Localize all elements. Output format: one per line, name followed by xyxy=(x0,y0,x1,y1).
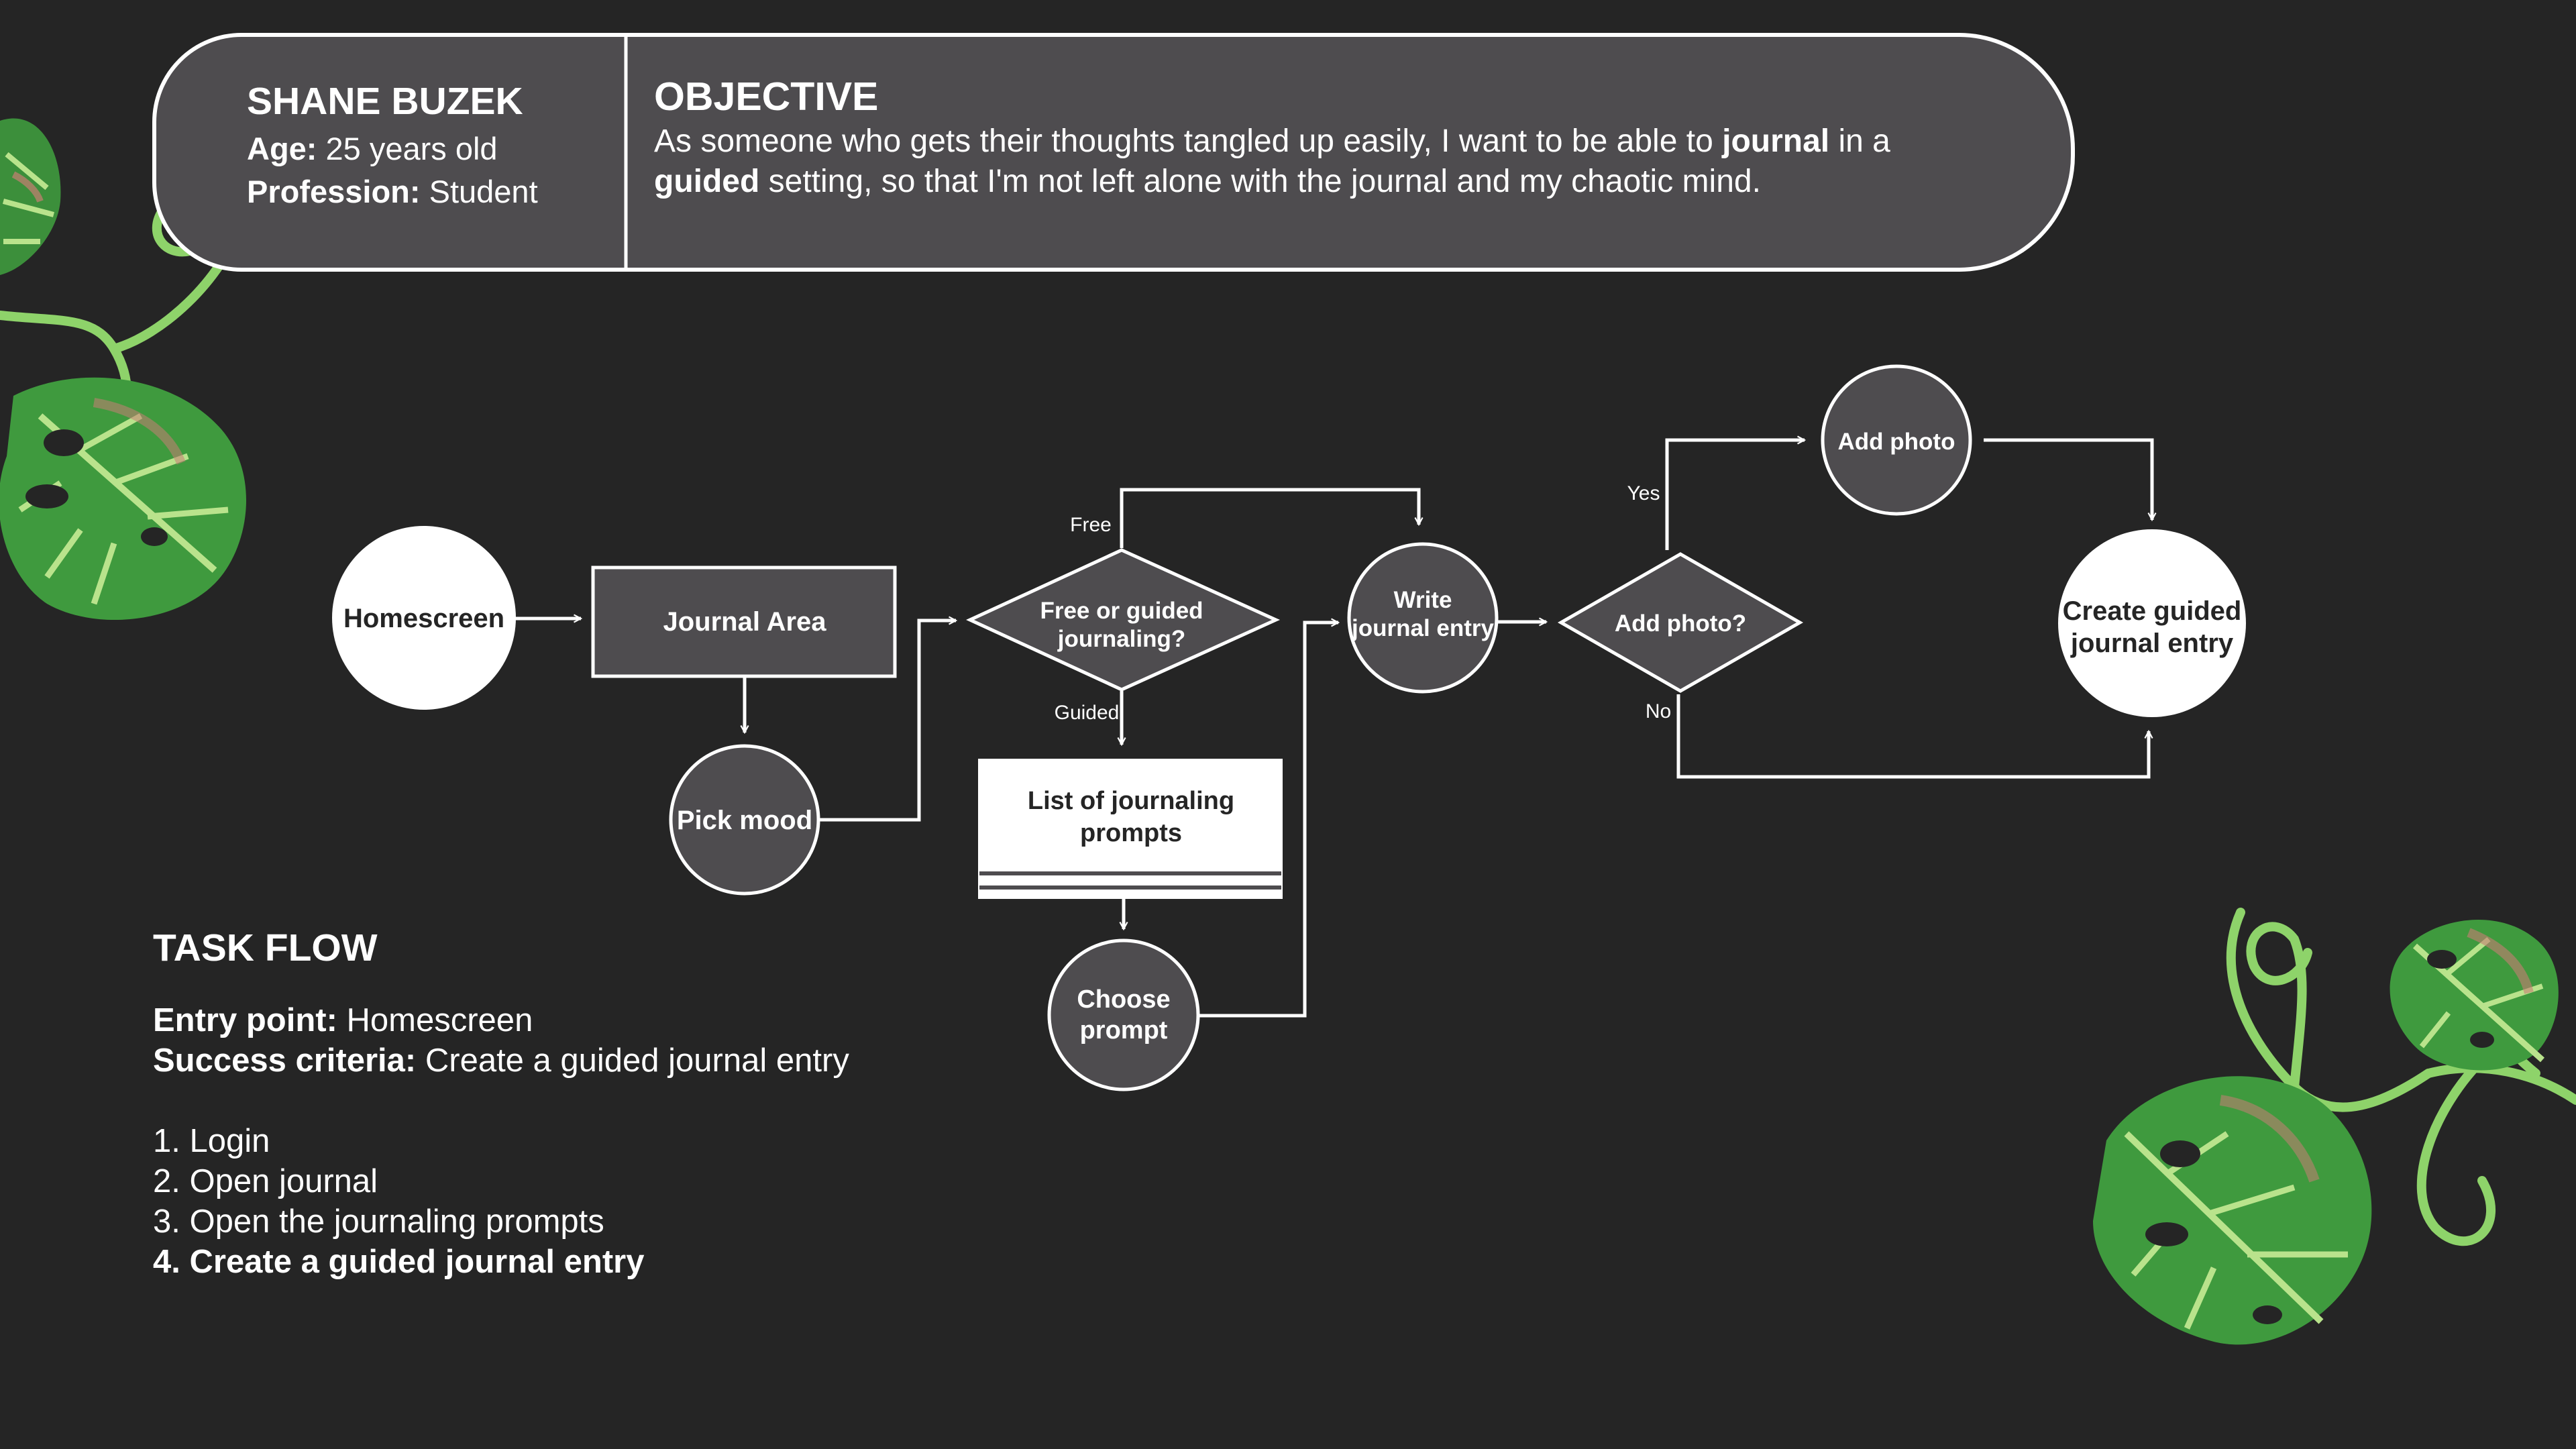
edge-choose-to-write xyxy=(1198,623,1338,1018)
svg-text:Free or guided: Free or guided xyxy=(1040,598,1203,624)
node-journaling-prompt-list: List of journaling prompts xyxy=(978,759,1283,899)
node-journal-area: Journal Area xyxy=(591,566,897,678)
node-create-guided-journal-entry: Create guided journal entry xyxy=(2058,529,2246,717)
objective-line-1: As someone who gets their thoughts tangl… xyxy=(654,123,1890,159)
edge-yes-to-photo xyxy=(1665,440,1805,550)
node-add-photo: Add photo xyxy=(1821,364,1972,516)
flow-connectors xyxy=(515,438,2152,1018)
edge-free-to-write xyxy=(1120,488,1419,548)
svg-text:journaling?: journaling? xyxy=(1057,626,1186,652)
node-write-journal-entry: Write journal entry xyxy=(1347,542,1499,694)
svg-text:Journal Area: Journal Area xyxy=(663,607,826,637)
objective-line-2: guided setting, so that I'm not left alo… xyxy=(654,164,1761,199)
persona-card xyxy=(152,33,2075,272)
node-free-or-guided-decision: Free or guided journaling? xyxy=(966,548,1281,692)
svg-text:journal entry: journal entry xyxy=(1351,615,1495,641)
svg-text:prompts: prompts xyxy=(1080,819,1182,847)
label-free: Free xyxy=(1070,514,1112,536)
svg-text:prompt: prompt xyxy=(1080,1016,1168,1044)
svg-text:List of journaling: List of journaling xyxy=(1028,787,1234,815)
svg-text:Write: Write xyxy=(1394,587,1452,613)
edge-mood-to-decision xyxy=(817,621,956,822)
monstera-leaf-top-left-icon xyxy=(0,118,61,275)
edge-photo-to-create xyxy=(1984,438,2152,520)
persona-profession: Profession: Student xyxy=(247,174,538,209)
svg-text:journal entry: journal entry xyxy=(2070,629,2234,658)
step-4: 4. Create a guided journal entry xyxy=(153,1244,644,1280)
persona-age: Age: 25 years old xyxy=(247,131,498,166)
node-add-photo-decision: Add photo? xyxy=(1557,552,1804,693)
svg-text:Pick mood: Pick mood xyxy=(677,806,812,835)
node-pick-mood: Pick mood xyxy=(669,744,820,896)
success-criteria: Success criteria: Create a guided journa… xyxy=(153,1042,849,1079)
step-1: 1. Login xyxy=(153,1123,270,1159)
persona-name: SHANE BUZEK xyxy=(247,80,523,123)
node-homescreen: Homescreen xyxy=(332,526,516,710)
monstera-leaf-small-right-icon xyxy=(2390,920,2559,1071)
svg-text:Create guided: Create guided xyxy=(2063,596,2242,626)
step-2: 2. Open journal xyxy=(153,1163,378,1199)
svg-text:Add photo: Add photo xyxy=(1838,429,1955,455)
edge-no-to-create xyxy=(1676,694,2149,779)
label-yes: Yes xyxy=(1627,482,1660,504)
entry-point: Entry point: Homescreen xyxy=(153,1002,533,1038)
monstera-leaf-bottom-right-icon xyxy=(2093,1076,2372,1345)
vine-bottom-right-icon xyxy=(2226,908,2576,1246)
monstera-leaf-left-icon xyxy=(0,377,246,620)
task-flow-title: TASK FLOW xyxy=(153,926,378,969)
svg-text:Add photo?: Add photo? xyxy=(1615,610,1746,637)
label-no: No xyxy=(1646,700,1671,722)
svg-text:Choose: Choose xyxy=(1077,985,1170,1014)
svg-text:Homescreen: Homescreen xyxy=(343,604,504,633)
label-guided: Guided xyxy=(1055,702,1120,724)
step-3: 3. Open the journaling prompts xyxy=(153,1203,604,1240)
node-choose-prompt: Choose prompt xyxy=(1047,938,1200,1091)
objective-title: OBJECTIVE xyxy=(654,74,878,119)
